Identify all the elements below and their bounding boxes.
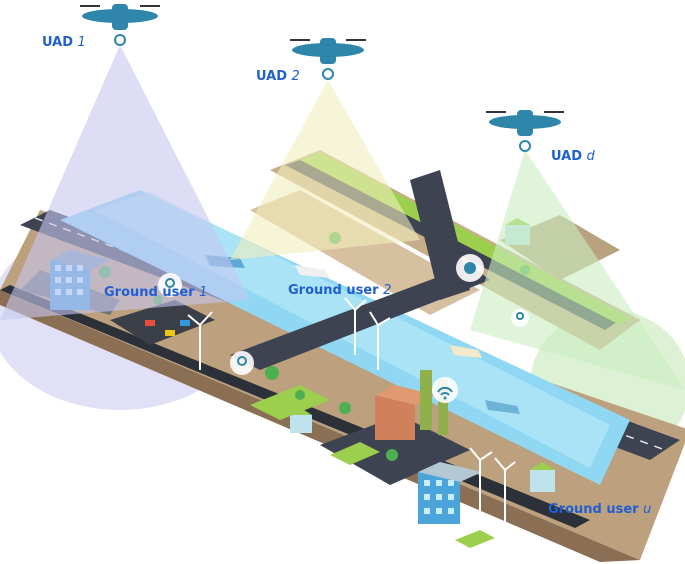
uad-index: 2: [291, 69, 300, 84]
beam-1: [0, 45, 250, 320]
ground-user-1-label: Ground user 1: [104, 286, 207, 299]
boat-4: [485, 400, 520, 414]
uad-1-label: UAD 1: [42, 36, 86, 49]
wifi-icon: [432, 377, 458, 403]
ground-user-index: u: [643, 502, 652, 517]
uad-2-label: UAD 2: [256, 70, 300, 83]
wind-turbine-icon: [187, 297, 516, 525]
boat-3: [450, 345, 482, 358]
location-pin-icon: [158, 273, 529, 375]
ground-user-name: Ground user: [104, 285, 195, 300]
beam-2: [230, 80, 420, 260]
ground-user-u-label: Ground user u: [548, 503, 651, 516]
ground-user-index: 1: [199, 285, 208, 300]
cloud-pin-icon: [456, 254, 484, 282]
ground-user-name: Ground user: [548, 502, 639, 517]
uad-name: UAD: [42, 35, 74, 50]
ground-user-index: 2: [383, 283, 392, 298]
drone-icon: [80, 4, 564, 152]
ground-user-2-label: Ground user 2: [288, 284, 391, 297]
uad-name: UAD: [256, 69, 288, 84]
parking-lot: [110, 300, 215, 345]
beam-d: [470, 150, 685, 390]
ground-user-name: Ground user: [288, 283, 379, 298]
uad-index: 1: [77, 35, 86, 50]
uad-d-label: UAD d: [551, 150, 595, 163]
boat-2: [295, 265, 330, 278]
uad-index: d: [586, 149, 595, 164]
building-right: [418, 462, 482, 524]
cross-road: [230, 265, 490, 370]
uad-name: UAD: [551, 149, 583, 164]
